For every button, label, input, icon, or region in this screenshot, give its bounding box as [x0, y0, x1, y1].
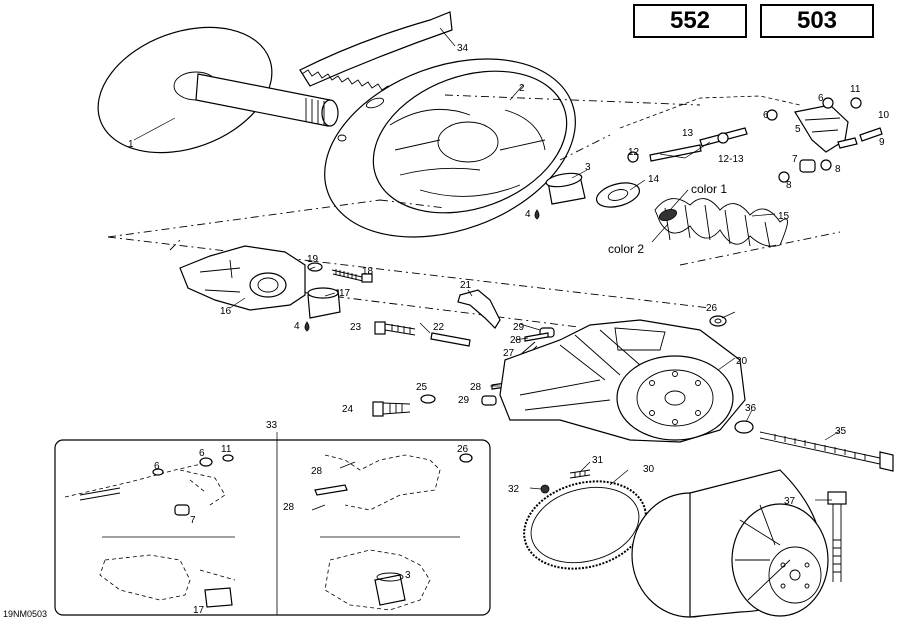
callout-24: 24 — [342, 404, 354, 415]
bushing-3 — [545, 172, 586, 205]
color-1-label: color 1 — [691, 182, 727, 196]
model-503-box: 503 — [760, 4, 874, 38]
callout-5: 5 — [795, 124, 801, 135]
callout-25: 25 — [416, 382, 428, 393]
model-552-label: 552 — [669, 7, 711, 34]
callout-1: 1 — [128, 139, 134, 150]
callout-16: 16 — [220, 306, 232, 317]
callout-13: 13 — [682, 128, 694, 139]
callout-2: 2 — [519, 83, 525, 94]
callout-20: 20 — [736, 356, 748, 367]
callout-31: 31 — [592, 455, 604, 466]
callout-35: 35 — [835, 426, 847, 437]
model-552-box: 552 — [633, 4, 747, 38]
grease-drop-icon — [304, 209, 540, 332]
bolt-35 — [759, 431, 894, 472]
callout-12-13: 12-13 — [718, 154, 744, 165]
bolt-23 — [374, 321, 416, 336]
callout-27: 27 — [503, 348, 515, 359]
callout-32: 32 — [508, 484, 520, 495]
inset-callout-11: 11 — [221, 444, 232, 455]
part-callouts: 1 2 3 4 4 5 6 6 7 8 8 9 10 11 12 12-13 1… — [128, 43, 890, 507]
callout-34: 34 — [457, 43, 469, 54]
bolt-37 — [827, 491, 847, 582]
callout-19: 19 — [307, 254, 319, 265]
bolt-24 — [372, 401, 411, 417]
callout-22: 22 — [433, 322, 445, 333]
fixed-sheave — [97, 26, 339, 154]
callout-4a: 4 — [525, 209, 531, 220]
movable-sheave — [324, 58, 576, 238]
callout-29a: 29 — [513, 322, 525, 333]
callout-28b: 28 — [470, 382, 482, 393]
cam-housing-16 — [179, 245, 306, 311]
callout-6b: 6 — [763, 110, 769, 121]
inset-callout-26: 26 — [457, 444, 469, 455]
leader-lines — [133, 27, 841, 501]
callout-33: 33 — [266, 420, 278, 431]
callout-6a: 6 — [818, 93, 824, 104]
inset-callout-28b: 28 — [283, 502, 295, 513]
washer-25 — [420, 394, 436, 404]
inset-callouts: 6 11 6 7 26 28 28 3 17 — [154, 444, 469, 616]
callout-8b: 8 — [835, 164, 841, 175]
bushing-17 — [307, 287, 341, 319]
inset-callout-17: 17 — [193, 605, 205, 616]
callout-12: 12 — [628, 147, 640, 158]
callout-36: 36 — [745, 403, 757, 414]
callout-28a: 28 — [510, 335, 522, 346]
callout-11: 11 — [850, 84, 861, 95]
inset-callout-3: 3 — [405, 570, 411, 581]
spring-15 — [654, 198, 788, 249]
callout-17: 17 — [339, 288, 351, 299]
detail-inset-box — [54, 432, 491, 616]
callout-3: 3 — [585, 162, 591, 173]
model-503-label: 503 — [796, 7, 838, 34]
callout-21: 21 — [460, 280, 472, 291]
callout-4b: 4 — [294, 321, 300, 332]
inset-callout-6b: 6 — [154, 461, 160, 472]
callout-9: 9 — [879, 137, 885, 148]
callout-14: 14 — [648, 174, 660, 185]
color-2-label: color 2 — [608, 242, 644, 256]
nut-32 — [540, 484, 550, 494]
screw-18 — [331, 269, 373, 283]
callout-37: 37 — [784, 496, 796, 507]
inset-callout-28a: 28 — [311, 466, 323, 477]
callout-26: 26 — [706, 303, 718, 314]
sheave-assembly-bottom — [631, 469, 829, 618]
inset-callout-6a: 6 — [199, 448, 205, 459]
color-labels: color 1 color 2 — [608, 182, 727, 256]
callout-7: 7 — [792, 154, 798, 165]
callout-10: 10 — [878, 110, 890, 121]
washer-14 — [595, 182, 641, 208]
callout-8a: 8 — [786, 180, 792, 191]
callout-30: 30 — [643, 464, 655, 475]
pin-22 — [430, 332, 471, 347]
washer-26 — [709, 315, 727, 327]
washer-36 — [734, 420, 754, 434]
spider-housing-20 — [499, 319, 746, 443]
drawing-reference-code: 19NM0503 — [3, 609, 48, 619]
inset-callout-7: 7 — [190, 515, 196, 526]
callout-18: 18 — [362, 266, 374, 277]
ring-gear-30 — [523, 480, 647, 570]
cam-arm-21 — [457, 289, 501, 329]
roller-lever-assembly — [619, 95, 883, 183]
callout-29b: 29 — [458, 395, 470, 406]
screw-31 — [569, 469, 591, 479]
callout-15: 15 — [778, 211, 790, 222]
callout-23: 23 — [350, 322, 362, 333]
